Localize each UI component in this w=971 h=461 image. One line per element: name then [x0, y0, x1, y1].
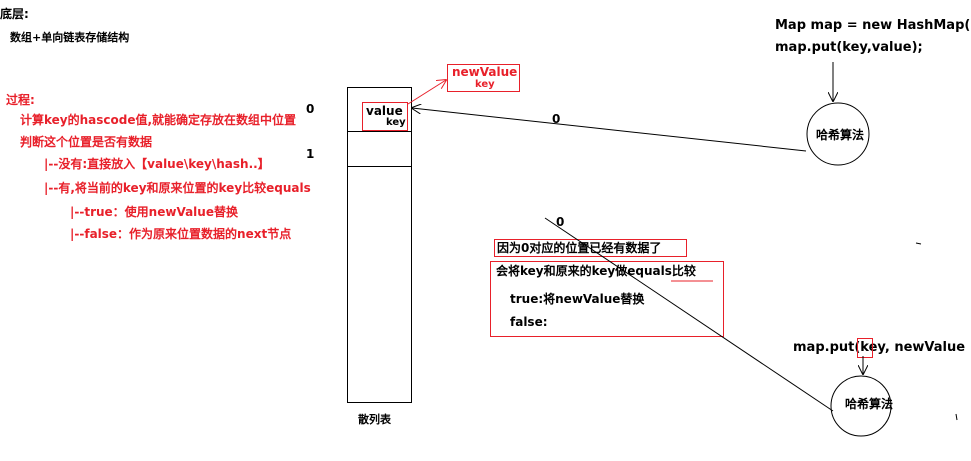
stray-mark [915, 242, 922, 245]
existing-entry-box [362, 102, 408, 131]
array-divider [347, 131, 411, 132]
collision-compare: 会将key和原来的key做equals比较 [496, 264, 696, 278]
hash-function-bottom-circle [830, 375, 892, 437]
process-branch-false: |--false：作为原来位置数据的next节点 [70, 227, 292, 241]
process-branch-exists: |--有,将当前的key和原来位置的key比较equals [44, 181, 311, 195]
code-line-put-newvalue: map.put(key, newValue [793, 340, 966, 355]
hash-function-top-circle [806, 102, 870, 166]
collision-true-case: true:将newValue替换 [510, 292, 645, 306]
entry-key-label: key [386, 117, 406, 128]
code-line-new-hashmap: Map map = new HashMap(); [775, 18, 971, 33]
process-branch-empty: |--没有:直接放入【value\key\hash..】 [44, 157, 270, 171]
array-index-1: 1 [306, 147, 315, 161]
collision-reason: 因为0对应的位置已经有数据了 [497, 241, 662, 255]
hash-table-array [347, 87, 412, 403]
collision-reason-box [494, 239, 687, 257]
new-entry-box [447, 64, 520, 92]
hash-function-bottom-label: 哈希算法 [845, 397, 894, 411]
code-line-put-value: map.put(key,value); [775, 40, 923, 55]
diagram-subtitle: 数组+单向链表存储结构 [10, 31, 130, 44]
collision-false-case: false: [510, 315, 548, 329]
bottom-arrow-index-label: 0 [556, 215, 565, 229]
entry-value-label: value [366, 104, 403, 118]
new-entry-key-label: key [475, 79, 495, 90]
process-title: 过程: [6, 93, 35, 107]
process-branch-true: |--true：使用newValue替换 [70, 205, 238, 219]
process-step-check: 判断这个位置是否有数据 [20, 135, 153, 149]
collision-explanation-box [490, 261, 724, 337]
key-highlight-box [857, 338, 873, 358]
new-entry-value-label: newValue [452, 65, 518, 79]
array-divider [347, 166, 411, 167]
hash-bottom-collision-line [544, 217, 834, 412]
hash-function-top-label: 哈希算法 [816, 128, 865, 142]
hash-table-label: 散列表 [358, 413, 391, 426]
process-step-hash: 计算key的hascode值,就能确定存放在数组中位置 [20, 113, 297, 127]
stray-mark [955, 413, 958, 421]
array-index-0: 0 [306, 102, 315, 116]
hash-top-to-cell0-arrow [412, 108, 807, 152]
diagram-title: 底层: [0, 7, 29, 21]
top-arrow-index-label: 0 [552, 112, 561, 126]
entry-to-newvalue-arrow [407, 80, 446, 105]
